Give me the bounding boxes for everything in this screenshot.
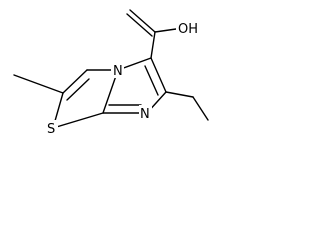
atom-label-s: S [47,122,55,137]
bond-c-o-double-a [129,9,156,33]
atom-bg-oh [176,20,200,36]
atom-bg-s [45,120,58,136]
molecule-diagram: OH N N S [13,9,209,137]
bond-c5-c6 [150,57,167,93]
bond-c-oh [154,28,177,33]
bond-c5-cooh [150,31,156,59]
bond-c2-c3-inner [66,78,90,101]
bond-ethyl-2 [192,96,209,121]
atom-bg-n-ring [111,62,124,78]
atom-label-n-imine: N [140,107,150,122]
structure-canvas: OH N N S [0,0,229,149]
bond-c5-c6-inner [144,65,159,96]
bond-c-o-double-b [126,13,153,37]
atom-label-oh: OH [178,22,198,37]
atom-label-n-ring: N [113,64,123,79]
bond-methyl [13,74,64,94]
atom-bg-n-imine [139,105,152,121]
bond-ethyl-1 [165,91,194,98]
bond-c2-c3 [62,69,88,94]
bond-c7a-s [52,112,104,129]
